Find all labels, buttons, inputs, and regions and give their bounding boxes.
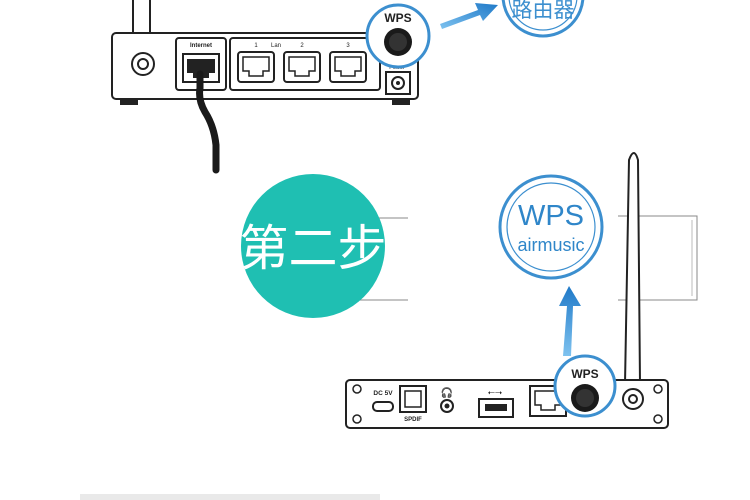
lan-number-1: 1 — [254, 43, 258, 49]
dc-label: DC 5V — [373, 390, 393, 397]
device-badge-wps: WPS — [518, 200, 584, 232]
step-frame-right — [618, 215, 698, 301]
lan-label: Lan — [271, 43, 281, 49]
router-wps-label: WPS — [384, 11, 411, 25]
internet-port-label: Internet — [190, 43, 212, 49]
router-badge — [501, 0, 585, 38]
lan-port-1 — [237, 51, 275, 83]
step-circle — [241, 174, 385, 318]
device-badge — [498, 174, 604, 280]
lan-number-2: 2 — [300, 43, 304, 49]
dc-port — [372, 401, 394, 412]
headphone-icon: 🎧 — [441, 386, 453, 399]
router-foot-left — [120, 99, 138, 105]
device-arrow — [559, 286, 581, 356]
ethernet-cable — [196, 70, 220, 174]
router: Internet Lan 1 2 3 Power WPS — [111, 0, 585, 174]
router-badge-text: 路由器 — [512, 0, 575, 22]
router-arrow — [440, 3, 498, 29]
lan-number-3: 3 — [346, 43, 350, 49]
step-section: 第二步 — [239, 174, 698, 318]
spdif-label: SPDIF — [404, 417, 422, 423]
device-badge-airmusic: airmusic — [517, 235, 584, 255]
cropped-caption-remnant — [80, 494, 380, 500]
device-antenna — [624, 152, 641, 385]
device-wps-label: WPS — [571, 367, 598, 381]
lan-port-3 — [329, 51, 367, 83]
lan-port-2 — [283, 51, 321, 83]
usb-icon: ⭠⭢ — [488, 387, 502, 397]
step-title: 第二步 — [239, 222, 386, 276]
airmusic-device: WPS airmusic DC 5V SPDIF 🎧 ⭠⭢ W — [345, 152, 669, 429]
router-foot-right — [392, 99, 410, 105]
